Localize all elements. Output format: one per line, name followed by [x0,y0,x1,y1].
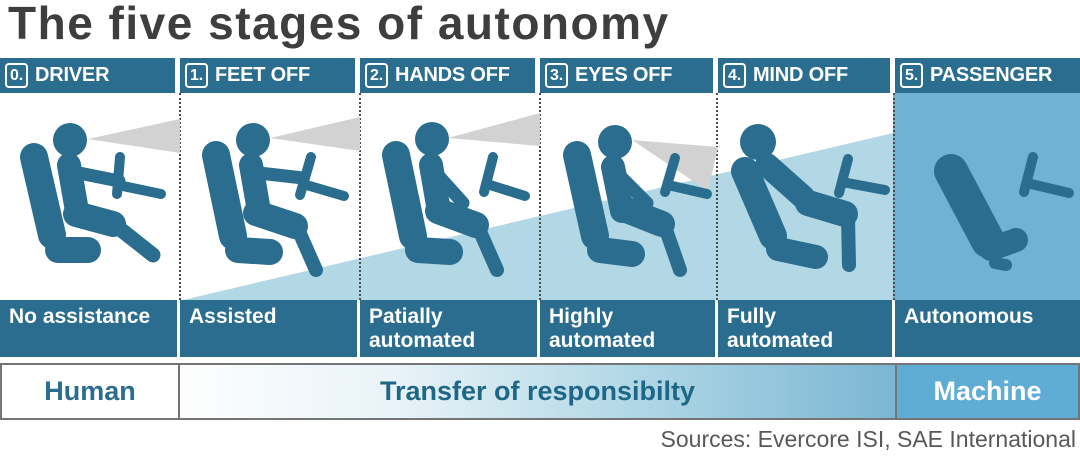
stage-2-header-label: HANDS OFF [394,64,510,86]
driver-reclined-icon [731,124,890,272]
driver-hands-off-icon [382,113,540,277]
stage-4-header: 4. MIND OFF [718,58,890,93]
empty-seat-icon [934,152,1074,271]
stage-5-header: 5. PASSENGER [895,58,1080,93]
stage-5-header-label: PASSENGER [929,64,1053,86]
stage-4-header-label: MIND OFF [752,64,849,86]
stage-1-header-label: FEET OFF [214,64,311,86]
stage-2-description: Patially automated [360,300,537,357]
stage-4-number-badge: 4. [723,63,746,88]
column-divider [716,93,718,300]
transfer-of-responsibility-cell: Transfer of responsibilty [180,365,895,418]
stage-2-header: 2. HANDS OFF [360,58,535,93]
stage-4-description: Fully automated [718,300,892,357]
human-cell: Human [2,365,180,418]
responsibility-bar: Human Transfer of responsibilty Machine [0,363,1080,420]
stage-header-row: 0. DRIVER 1. FEET OFF 2. HANDS OFF 3. EY… [0,58,1080,93]
stage-1-number-badge: 1. [185,63,208,88]
page-title: The five stages of autonomy [8,0,670,49]
stage-label-row: No assistance Assisted Patially automate… [0,300,1080,357]
stage-0-header-label: DRIVER [34,64,110,86]
driver-hands-on-wheel-icon [20,119,180,263]
column-divider [359,93,361,300]
stage-1-header: 1. FEET OFF [180,58,355,93]
column-divider [179,93,181,300]
driver-eyes-off-icon [563,125,718,277]
stage-0-header: 0. DRIVER [0,58,175,93]
illustration-band [0,93,1080,300]
machine-cell: Machine [895,365,1078,418]
stage-2-number-badge: 2. [365,63,388,88]
stage-3-header-label: EYES OFF [574,64,673,86]
stage-1-description: Assisted [180,300,357,357]
machine-panel-shape [893,93,1080,300]
stage-5-number-badge: 5. [900,63,923,88]
stage-3-header: 3. EYES OFF [540,58,713,93]
gaze-cone [88,119,180,153]
gaze-cone [270,117,360,151]
column-divider [539,93,541,300]
stage-5-description: Autonomous [895,300,1080,357]
driver-assisted-icon [202,117,360,277]
stage-0-number-badge: 0. [5,63,28,88]
gaze-cone [448,113,540,146]
stage-3-number-badge: 3. [545,63,568,88]
stage-3-description: Highly automated [540,300,715,357]
column-divider [893,93,895,300]
source-attribution: Sources: Evercore ISI, SAE International [660,426,1076,452]
stage-0-description: No assistance [0,300,177,357]
